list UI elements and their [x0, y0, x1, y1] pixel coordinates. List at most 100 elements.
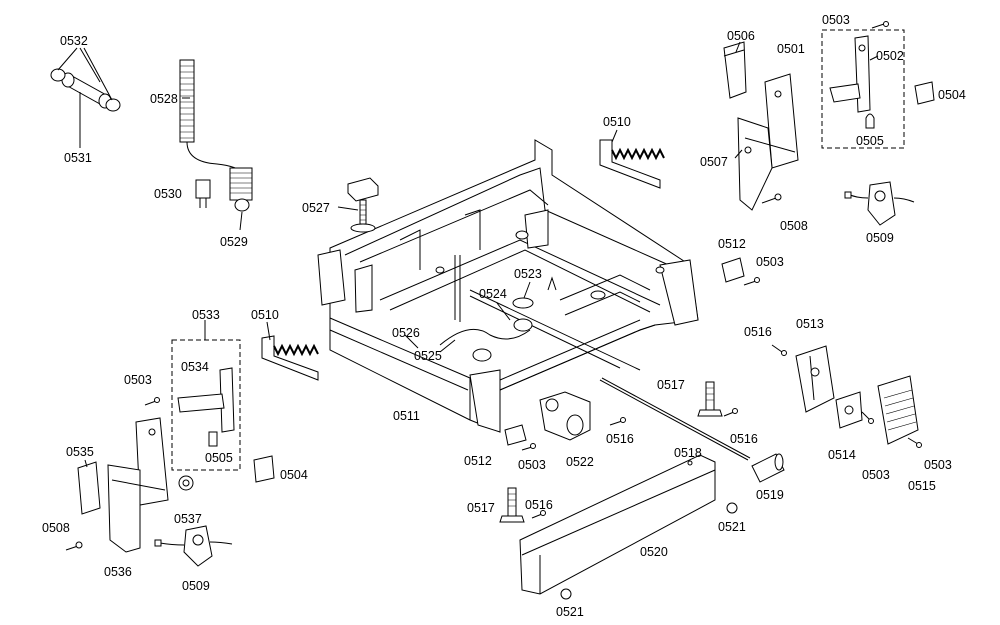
label-0512-left: 0512 — [464, 454, 492, 468]
label-0535: 0535 — [66, 445, 94, 459]
screw-0503-right[interactable] — [743, 277, 760, 286]
screw-0516-b[interactable] — [723, 408, 738, 417]
screw-0508-left[interactable] — [65, 541, 83, 551]
label-0518: 0518 — [674, 446, 702, 460]
label-0503-r2: 0503 — [924, 458, 952, 472]
cover-0535[interactable] — [77, 461, 101, 515]
rod-0518[interactable] — [599, 377, 751, 461]
label-0522: 0522 — [566, 455, 594, 469]
label-0529: 0529 — [220, 235, 248, 249]
label-0521-a: 0521 — [718, 520, 746, 534]
spring-0505-top[interactable] — [865, 113, 875, 129]
spring-bracket-0510-bottom[interactable] — [261, 335, 319, 381]
screw-0508-top[interactable] — [761, 193, 782, 204]
foot-0517-top[interactable] — [697, 381, 723, 417]
part-labels: 0532 0531 0528 0530 0529 0527 0510 0510 … — [42, 13, 966, 619]
screw-0516-a[interactable] — [609, 417, 626, 426]
label-0512-right: 0512 — [718, 237, 746, 251]
bracket-0507[interactable] — [737, 73, 799, 211]
label-0514: 0514 — [828, 448, 856, 462]
label-0523: 0523 — [514, 267, 542, 281]
label-0508-left: 0508 — [42, 521, 70, 535]
label-0501: 0501 — [777, 42, 805, 56]
bracket-0512-left[interactable] — [504, 424, 527, 446]
label-0527: 0527 — [302, 201, 330, 215]
clip-0504-top[interactable] — [914, 81, 935, 105]
label-0516-d: 0516 — [525, 498, 553, 512]
screw-0521-a[interactable] — [726, 502, 738, 514]
drain-hose-0528[interactable] — [179, 59, 253, 212]
label-0537: 0537 — [174, 512, 202, 526]
cover-0506[interactable] — [723, 41, 747, 99]
screw-0503-r1[interactable] — [861, 411, 874, 424]
bracket-0512-right[interactable] — [721, 257, 745, 283]
label-0526: 0526 — [392, 326, 420, 340]
label-0531: 0531 — [64, 151, 92, 165]
screw-0503-r2[interactable] — [907, 437, 922, 448]
hose-pipe-0531[interactable] — [50, 68, 121, 112]
pulley-0537[interactable] — [178, 475, 194, 491]
label-0510-bottom: 0510 — [251, 308, 279, 322]
label-0503-right: 0503 — [756, 255, 784, 269]
label-0504-left: 0504 — [280, 468, 308, 482]
label-0536: 0536 — [104, 565, 132, 579]
label-0505-left: 0505 — [205, 451, 233, 465]
label-0528: 0528 — [150, 92, 178, 106]
base-tub-0511[interactable] — [317, 139, 699, 433]
label-0509-bottom: 0509 — [182, 579, 210, 593]
label-0509-top: 0509 — [866, 231, 894, 245]
label-0503-top: 0503 — [822, 13, 850, 27]
label-0516-a: 0516 — [606, 432, 634, 446]
label-0507: 0507 — [700, 155, 728, 169]
label-0533: 0533 — [192, 308, 220, 322]
spring-bracket-0510-top[interactable] — [599, 139, 665, 189]
label-0515: 0515 — [908, 479, 936, 493]
screw-0503-top[interactable] — [871, 21, 889, 29]
label-0503-mid: 0503 — [518, 458, 546, 472]
label-0503-r1: 0503 — [862, 468, 890, 482]
label-0532: 0532 — [60, 34, 88, 48]
label-0530: 0530 — [154, 187, 182, 201]
clip-0530[interactable] — [195, 179, 211, 208]
screw-0516-d[interactable] — [531, 510, 546, 519]
kick-plate-0520[interactable] — [519, 454, 716, 595]
label-0521-b: 0521 — [556, 605, 584, 619]
spring-0505-left[interactable] — [208, 431, 218, 447]
pump-0522[interactable] — [539, 391, 591, 441]
label-0504-top: 0504 — [938, 88, 966, 102]
label-0524: 0524 — [479, 287, 507, 301]
lever-0502[interactable] — [829, 35, 871, 113]
screw-0521-b[interactable] — [560, 588, 572, 600]
label-0513: 0513 — [796, 317, 824, 331]
label-0505-top: 0505 — [856, 134, 884, 148]
label-0502: 0502 — [876, 49, 904, 63]
screw-0503-mid[interactable] — [521, 443, 536, 451]
label-0516-b: 0516 — [730, 432, 758, 446]
lever-0534[interactable] — [177, 367, 235, 433]
screw-0503-left[interactable] — [144, 397, 160, 406]
label-0516-c: 0516 — [744, 325, 772, 339]
label-0517-bottom: 0517 — [467, 501, 495, 515]
label-0506: 0506 — [727, 29, 755, 43]
label-0517-top: 0517 — [657, 378, 685, 392]
lock-motor-0509-bottom[interactable] — [154, 525, 233, 567]
label-0520: 0520 — [640, 545, 668, 559]
plate-0514[interactable] — [835, 391, 863, 429]
label-0519: 0519 — [756, 488, 784, 502]
leveling-foot-0527[interactable] — [347, 177, 379, 233]
label-0534: 0534 — [181, 360, 209, 374]
label-0525: 0525 — [414, 349, 442, 363]
label-0511: 0511 — [393, 409, 420, 423]
cover-0515[interactable] — [877, 375, 919, 445]
bracket-0536[interactable] — [107, 417, 169, 553]
lock-motor-0509-top[interactable] — [844, 181, 915, 226]
label-0503-left: 0503 — [124, 373, 152, 387]
clip-0504-left[interactable] — [253, 455, 275, 483]
label-0510-top: 0510 — [603, 115, 631, 129]
label-0508-top: 0508 — [780, 219, 808, 233]
screw-0516-c[interactable] — [771, 344, 787, 356]
bracket-0513[interactable] — [795, 345, 835, 413]
foot-0517-bottom[interactable] — [499, 487, 525, 523]
roller-0519[interactable] — [751, 453, 785, 483]
